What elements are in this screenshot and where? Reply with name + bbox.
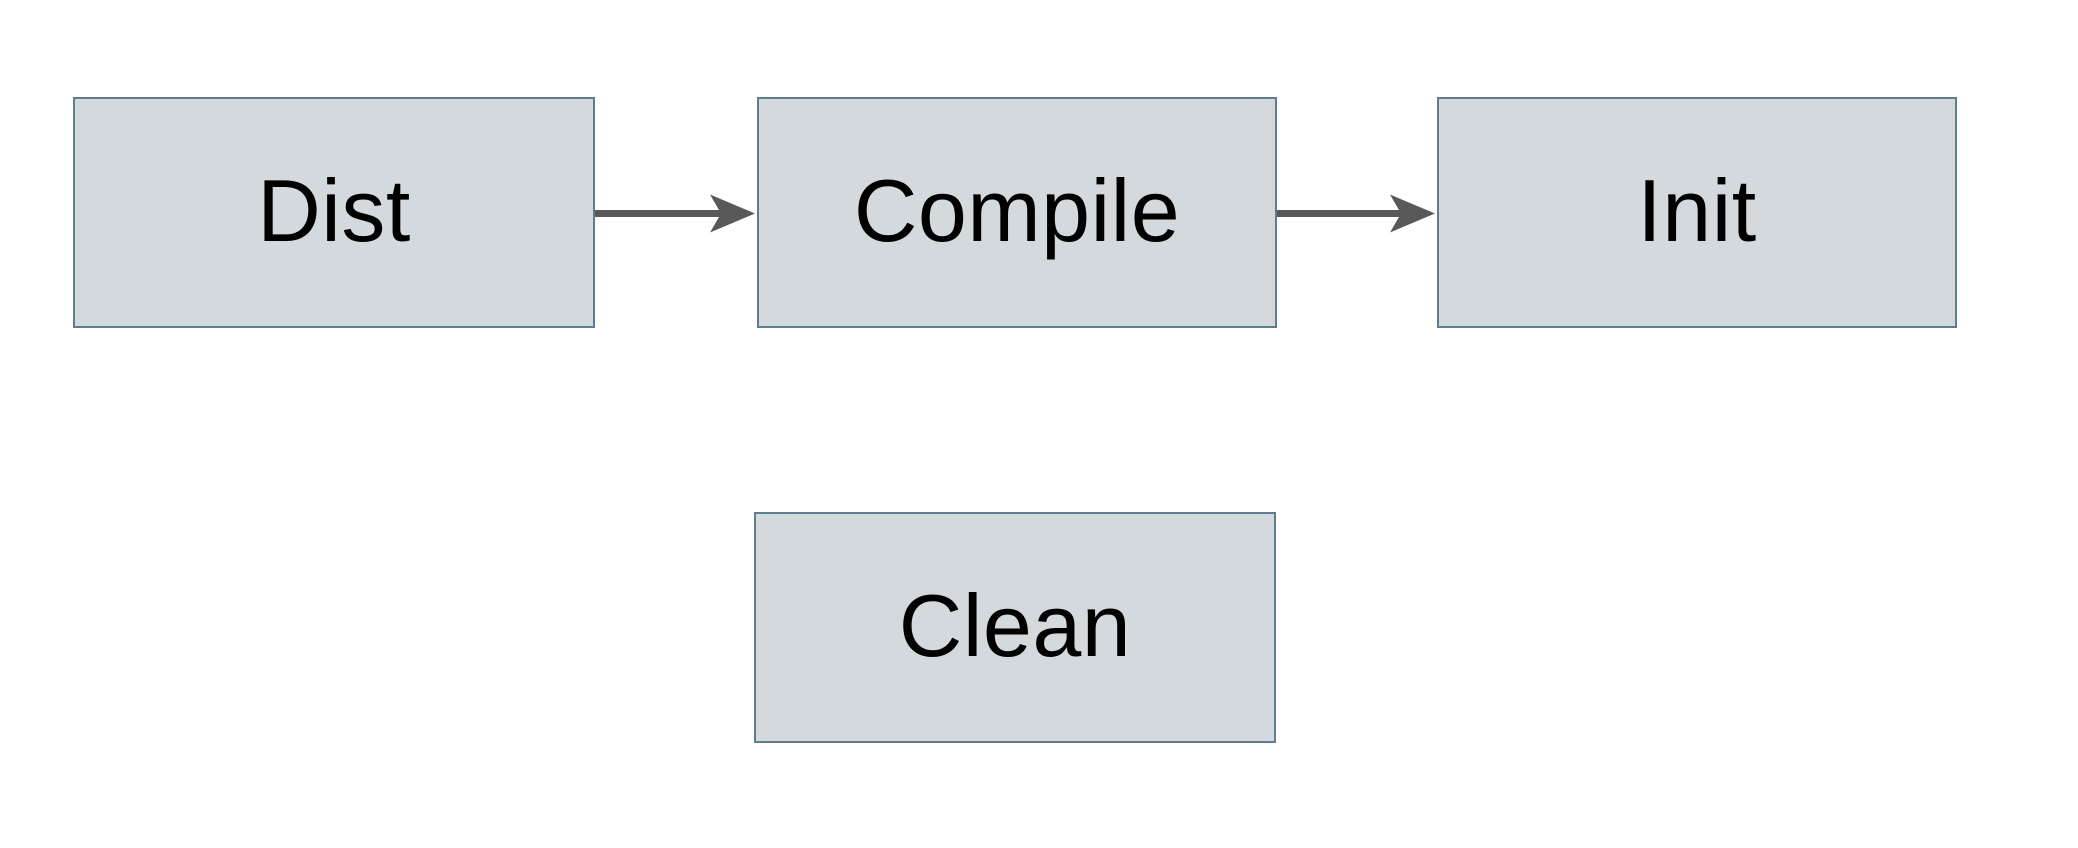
node-dist: Dist xyxy=(73,97,595,328)
arrowhead-icon xyxy=(1390,194,1435,233)
edge-compile-init xyxy=(1277,194,1435,233)
node-label: Dist xyxy=(257,160,411,260)
node-label: Init xyxy=(1637,160,1757,260)
node-label: Clean xyxy=(898,575,1132,675)
node-label: Compile xyxy=(853,160,1181,260)
node-clean: Clean xyxy=(754,512,1276,743)
edge-dist-compile xyxy=(595,194,755,233)
node-compile: Compile xyxy=(757,97,1277,328)
arrowhead-icon xyxy=(710,194,755,233)
node-init: Init xyxy=(1437,97,1957,328)
